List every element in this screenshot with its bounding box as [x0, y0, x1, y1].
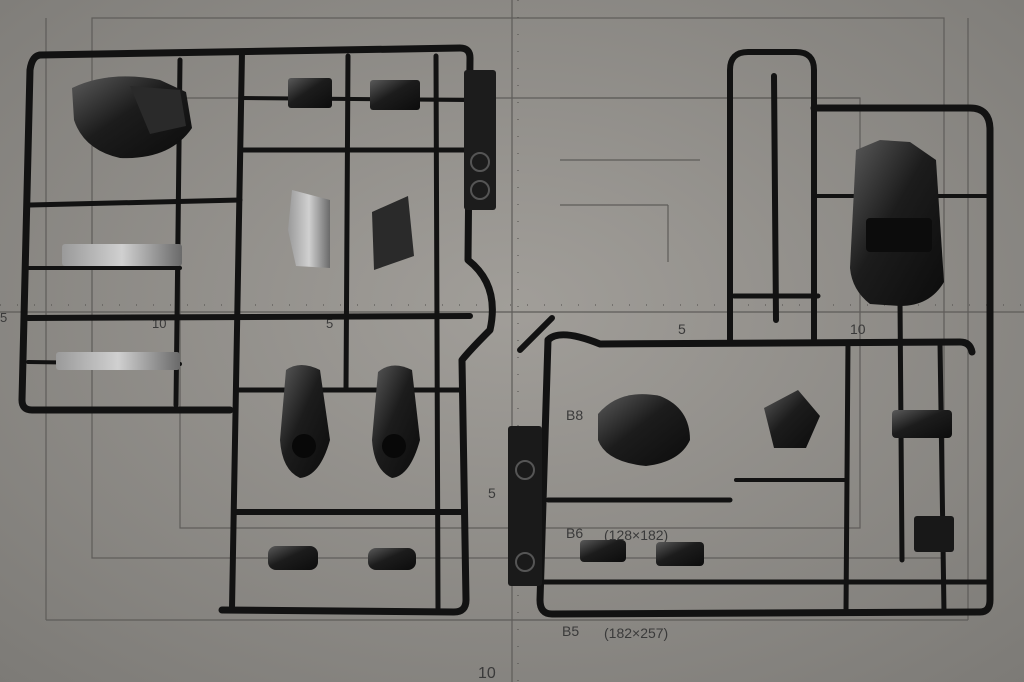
mat-label-b8: B8 — [566, 407, 583, 423]
right-runner-parts — [508, 140, 954, 586]
left-runner-parts — [56, 70, 496, 570]
mat-number-right-10: 10 — [850, 321, 866, 337]
mat-label-b5-dims: (182×257) — [604, 625, 668, 641]
right-runner — [517, 49, 994, 618]
mat-number-vertical-10: 10 — [478, 665, 496, 682]
mat-label-b5: B5 — [562, 623, 579, 639]
left-runner — [18, 44, 496, 616]
mat-number-top-5: 5 — [326, 316, 333, 331]
mat-number-left: 5 — [0, 310, 7, 325]
mat-number-center-5: 5 — [678, 321, 686, 337]
mat-label-b6: B6 — [566, 525, 583, 541]
mat-number-vertical-5: 5 — [488, 485, 496, 501]
mat-label-b6-dims: (128×182) — [604, 527, 668, 543]
